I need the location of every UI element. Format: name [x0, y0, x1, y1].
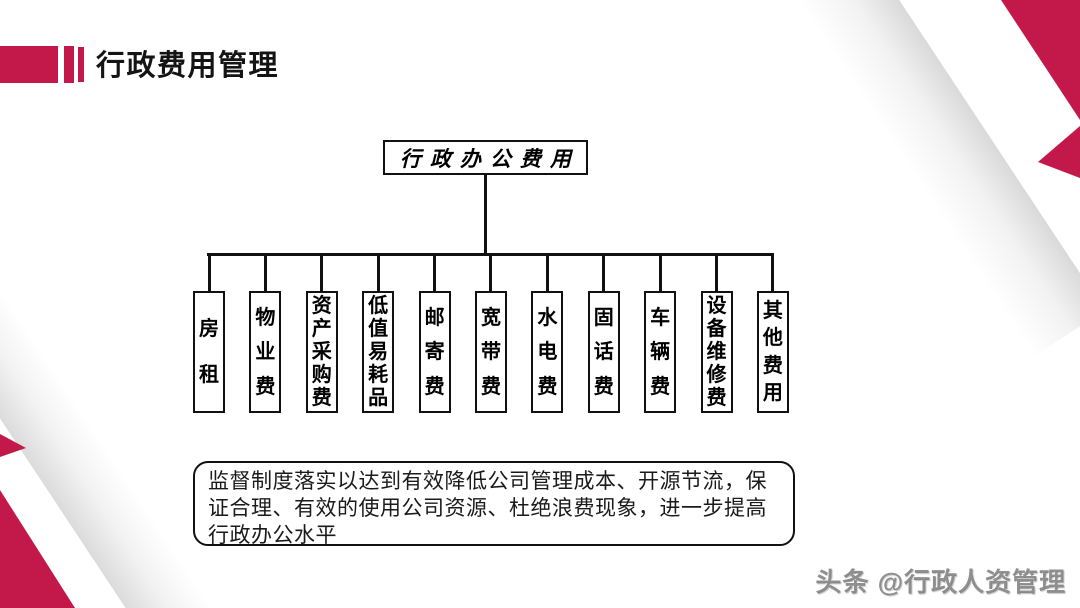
org-child-5: 邮寄费 [418, 253, 451, 413]
org-child-box: 固话费 [587, 291, 620, 413]
org-children-row: 房租物业费资产采购费低值易耗品邮寄费宽带费水电费固话费车辆费设备维修费其他费用 [193, 253, 789, 413]
page-title: 行政费用管理 [96, 50, 280, 82]
org-child-label-char: 产 [311, 318, 332, 340]
connector-child-stub [320, 253, 324, 291]
org-child-label-char: 寄 [424, 341, 445, 363]
connector-child-stub [207, 253, 211, 291]
org-child-label-char: 易 [368, 341, 389, 363]
note-box: 监督制度落实以达到有效降低公司管理成本、开源节流，保证合理、有效的使用公司资源、… [193, 461, 795, 547]
note-text: 监督制度落实以达到有效降低公司管理成本、开源节流，保证合理、有效的使用公司资源、… [208, 470, 767, 547]
org-child-label-char: 房 [199, 318, 219, 340]
org-child-box: 低值易耗品 [362, 291, 395, 413]
org-child-label-char: 修 [706, 364, 727, 386]
org-child-label-char: 话 [593, 341, 614, 363]
org-child-8: 固话费 [587, 253, 620, 413]
org-child-11: 其他费用 [756, 253, 789, 413]
org-child-label-char: 费 [593, 375, 614, 398]
org-child-label-char: 费 [255, 375, 276, 398]
title-accent-bar-2 [78, 47, 84, 82]
connector-child-stub [433, 253, 437, 291]
org-child-label-char: 租 [199, 364, 219, 386]
connector-root-stub [484, 174, 487, 255]
org-child-label-char: 费 [480, 375, 501, 398]
org-child-box: 房租 [193, 291, 225, 413]
org-child-10: 设备维修费 [700, 253, 733, 413]
org-child-box: 邮寄费 [418, 291, 451, 413]
org-child-label-char: 水 [537, 306, 558, 329]
org-child-box: 资产采购费 [305, 291, 338, 413]
org-child-box: 其他费用 [756, 291, 789, 413]
org-child-label-char: 带 [480, 341, 501, 363]
org-child-label-char: 购 [311, 364, 332, 386]
org-child-box: 物业费 [249, 291, 282, 413]
org-child-label-char: 费 [762, 354, 783, 377]
org-child-7: 水电费 [531, 253, 564, 413]
org-child-4: 低值易耗品 [362, 253, 395, 413]
watermark: 头条 @行政人资管理 [815, 567, 1066, 597]
connector-child-stub [602, 253, 606, 291]
connector-child-stub [545, 253, 549, 291]
org-child-label-char: 品 [368, 387, 389, 409]
org-child-box: 设备维修费 [700, 291, 733, 413]
org-child-label-char: 辆 [650, 341, 671, 363]
connector-child-stub [489, 253, 493, 291]
title-accent-bar-1 [64, 46, 74, 83]
org-child-label-char: 费 [706, 387, 727, 409]
org-child-label-char: 备 [706, 318, 727, 340]
connector-child-stub [263, 253, 267, 291]
org-child-label-char: 费 [650, 375, 671, 398]
org-child-label-char: 费 [424, 375, 445, 398]
org-child-label-char: 值 [368, 318, 389, 340]
org-child-label-char: 邮 [424, 306, 445, 329]
connector-child-stub [771, 253, 775, 291]
org-child-label-char: 用 [762, 382, 783, 405]
org-child-label-char: 其 [762, 299, 783, 322]
org-child-label-char: 低 [368, 295, 389, 317]
org-child-label-char: 车 [650, 306, 671, 329]
org-child-label-char: 物 [255, 306, 276, 329]
org-child-9: 车辆费 [644, 253, 677, 413]
org-root-label: 行政办公费用 [400, 145, 580, 171]
org-child-label-char: 资 [311, 295, 332, 317]
top-right-shadow-band [790, 0, 1080, 357]
org-root-box: 行政办公费用 [383, 140, 588, 175]
connector-child-stub [658, 253, 662, 291]
org-child-6: 宽带费 [474, 253, 507, 413]
org-child-box: 车辆费 [644, 291, 677, 413]
org-child-box: 宽带费 [474, 291, 507, 413]
org-child-2: 物业费 [249, 253, 282, 413]
org-child-label-char: 设 [706, 295, 727, 317]
org-child-label-char: 宽 [480, 306, 501, 329]
org-child-3: 资产采购费 [305, 253, 338, 413]
org-child-1: 房租 [193, 253, 225, 413]
org-child-label-char: 电 [537, 341, 558, 363]
org-child-label-char: 业 [255, 341, 276, 363]
org-child-label-char: 固 [593, 306, 614, 329]
connector-child-stub [376, 253, 380, 291]
connector-child-stub [715, 253, 719, 291]
org-child-box: 水电费 [531, 291, 564, 413]
org-child-label-char: 费 [311, 387, 332, 409]
org-child-label-char: 耗 [368, 364, 389, 386]
org-child-label-char: 费 [537, 375, 558, 398]
title-accent-block [0, 46, 58, 83]
org-child-label-char: 维 [706, 341, 727, 363]
org-child-label-char: 采 [311, 341, 332, 363]
org-child-label-char: 他 [762, 327, 783, 350]
